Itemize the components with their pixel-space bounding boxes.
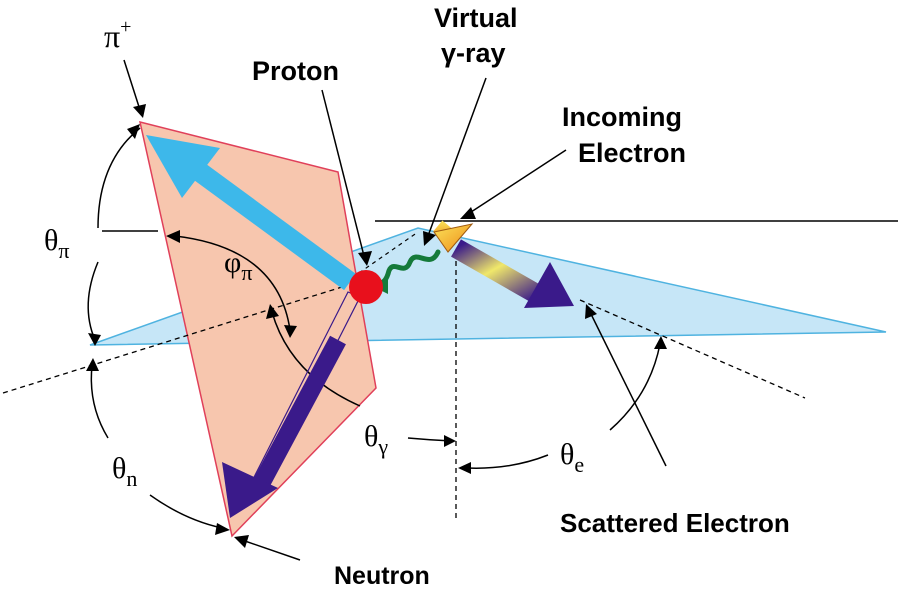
phi-pi-label: φπ — [224, 246, 252, 285]
proton-pointer-arrowhead — [358, 251, 372, 266]
incoming-electron-arrowhead — [433, 223, 474, 253]
virtual-label-line1: Virtual — [434, 3, 518, 33]
phi-pi-arc-arrowhead-start — [166, 230, 180, 243]
theta-gamma-arc — [271, 311, 361, 407]
theta-e-arc-left-arrowhead — [458, 462, 471, 474]
scattered-electron-pointer — [589, 311, 667, 467]
dashed-axis-right — [579, 299, 806, 399]
virtual-label-line2: γ-ray — [441, 38, 506, 68]
incoming-label-line2: Electron — [578, 138, 686, 168]
pi-plus-label: π+ — [104, 16, 131, 54]
proton-dot — [349, 270, 383, 304]
proton-label: Proton — [252, 56, 339, 86]
proton-pointer — [321, 89, 365, 257]
theta-gamma-pointer-arrowhead — [444, 435, 456, 447]
theta-pi-arc-lower-arrowhead — [88, 333, 101, 346]
scattered-electron-pointer-arrowhead — [585, 304, 597, 319]
theta-e-arc-left — [465, 454, 549, 469]
theta-gamma-arc-arrowhead — [266, 304, 279, 319]
theta-pi-arc-arrowhead — [127, 124, 140, 139]
scattered-electron-shaft — [451, 239, 545, 305]
neutron-pointer — [241, 539, 301, 561]
pion-arrow-shaft — [194, 163, 356, 291]
theta-e-arc-right — [609, 343, 661, 431]
theta-n-arc-upper-arrowhead — [86, 358, 99, 371]
pi-plus-pointer-arrowhead — [133, 104, 146, 118]
scattered-electron-label: Scattered Electron — [560, 508, 790, 538]
theta-e-arc-right-arrowhead — [654, 336, 667, 349]
theta-n-arc-lower-arrowhead — [215, 523, 230, 535]
phi-pi-arc-arrowhead-end — [284, 325, 297, 338]
theta-n-label: θn — [112, 452, 137, 491]
theta-pi-label: θπ — [44, 224, 69, 263]
incoming-label-line1: Incoming — [562, 102, 682, 132]
hadron-plane — [139, 120, 377, 538]
theta-e-label: θe — [560, 438, 584, 477]
pi-plus-pointer — [123, 59, 141, 111]
neutron-arrow-shaft — [254, 335, 346, 487]
incoming-electron-pointer — [467, 149, 567, 215]
neutron-pointer-arrowhead — [234, 535, 249, 548]
virtual-photon-pointer — [427, 77, 487, 237]
theta-pi-arc-upper — [97, 127, 141, 229]
theta-n-arc-lower — [149, 494, 223, 529]
virtual-photon-reference-line — [345, 231, 419, 283]
pion-arrowhead — [146, 135, 220, 198]
phi-pi-arc — [174, 235, 291, 331]
theta-gamma-label: θγ — [364, 420, 388, 459]
theta-n-arc-upper — [90, 365, 109, 439]
incoming-electron-pointer-arrowhead — [460, 207, 476, 219]
virtual-photon-pointer-arrowhead — [423, 231, 436, 246]
neutron-label: Neutron — [334, 562, 430, 590]
theta-pi-arc-lower — [87, 261, 99, 341]
neutron-arrowhead — [222, 462, 278, 518]
scattered-electron-arrowhead — [524, 262, 574, 308]
